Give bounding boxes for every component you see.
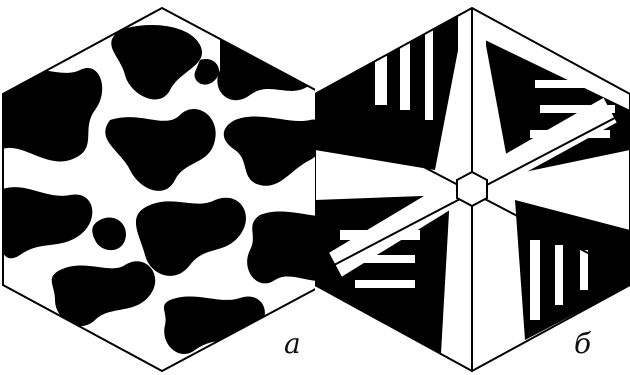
hexagon-panel-a: а — [0, 0, 315, 375]
hexagon-panel-b: б — [315, 0, 630, 375]
panel-label-a: а — [284, 330, 301, 358]
random-domain-structure-figure — [0, 0, 315, 375]
ordered-domain-structure-figure — [315, 0, 630, 375]
panel-label-b: б — [574, 330, 591, 358]
